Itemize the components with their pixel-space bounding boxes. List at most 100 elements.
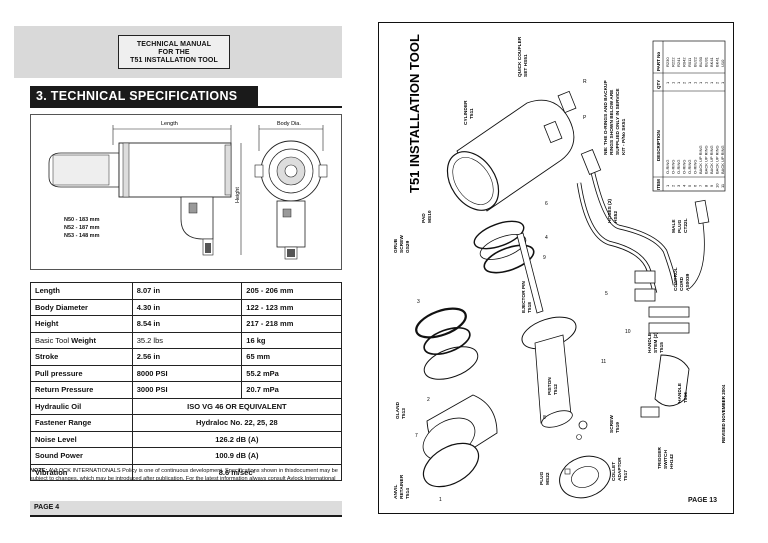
manual-title-line: TECHNICAL MANUAL	[136, 41, 212, 48]
callout-label: MALE	[671, 219, 677, 233]
spec-label: Return Pressure	[30, 381, 133, 399]
table-row: Height 8.54 in 217 - 218 mm	[30, 315, 342, 333]
nb-line: SUPPLIED ONLY IN SERVICE	[615, 88, 621, 155]
callout-label: CT22L	[683, 218, 689, 233]
model-length-list: N50 - 183 mm N52 - 187 mm N53 - 148 mm	[64, 216, 99, 240]
callout-label: MS22	[545, 472, 551, 485]
part-qty: 1	[676, 81, 681, 84]
callout-label: SET HS51	[523, 54, 529, 77]
part-qty: 1	[665, 81, 670, 84]
callout-label: T514	[405, 488, 411, 499]
model-length: N53 - 148 mm	[64, 233, 100, 239]
callout-label: HH142	[669, 454, 675, 469]
callout-label: CONTROL	[673, 267, 679, 291]
body-dia-label: Body Dia.	[277, 121, 301, 127]
spec-metric: 217 - 218 mm	[241, 315, 342, 333]
item-number: 10	[625, 329, 631, 335]
length-label: Length	[161, 121, 178, 127]
callout-label: T511	[469, 108, 475, 119]
part-number: BK41	[715, 56, 720, 67]
spec-imperial: 8.54 in	[131, 315, 243, 333]
parts-col-desc: DESCRIPTION	[656, 130, 661, 161]
part-item: 9	[709, 184, 714, 187]
spec-value: Hydraloc No. 22, 25, 28	[131, 414, 343, 432]
part-item: 1	[665, 184, 670, 187]
part-item: 5	[687, 184, 692, 187]
callout-label: GLAND	[395, 401, 401, 419]
section-heading: 3. TECHNICAL SPECIFICATIONS	[30, 86, 258, 106]
part-number: BU31	[704, 56, 709, 67]
callout-label: MS10	[427, 210, 433, 223]
parts-col-part: PART No	[656, 52, 661, 71]
nb-line: RINGS SHOWN BELOW ARE	[609, 89, 615, 155]
table-row: Sound Power 100.9 dB (A)	[30, 447, 343, 465]
diagram-title: T51 INSTALLATION TOOL	[407, 34, 422, 193]
tool-drawing-svg: Length Height Body Dia.	[48, 121, 328, 260]
callout-label: SCREW	[399, 235, 405, 253]
footer-rule	[30, 515, 342, 517]
nb-line: KIT - P/No SK51	[621, 118, 627, 155]
spec-value: 126.2 dB (A)	[131, 430, 343, 448]
spec-metric: 20.7 mPa	[241, 381, 342, 399]
part-item: 4	[682, 184, 687, 187]
part-item: 2	[671, 184, 676, 187]
manual-title-line: T51 INSTALLATION TOOL	[130, 57, 218, 64]
item-number: 1	[439, 497, 442, 503]
note-text: AVLOCK INTERNATIONALS Policy is one of c…	[30, 468, 338, 482]
callout-label: PLUG	[539, 471, 545, 485]
ejector-pin-part	[516, 232, 544, 314]
exploded-diagram-page: T51 INSTALLATION TOOL ITEM DESCRIPTION Q…	[378, 22, 734, 514]
part-desc: BACK UP RING	[704, 145, 709, 174]
table-row: Noise Level 126.2 dB (A)	[30, 430, 343, 448]
note-label: NOTE:	[30, 468, 48, 474]
part-desc: BACK UP RING	[698, 145, 703, 174]
callout-label: HANDLE	[647, 332, 653, 353]
part-item: 3	[676, 184, 681, 187]
manual-title-box: TECHNICAL MANUAL FOR THE T51 INSTALLATIO…	[118, 35, 230, 69]
spec-table: Length 8.07 in 205 - 206 mm Body Diamete…	[30, 282, 343, 481]
part-number: BU22	[693, 56, 698, 67]
piston-part	[521, 316, 577, 428]
callout-label: STEM (2)	[653, 332, 659, 353]
spec-label-part: Basic Tool	[35, 335, 72, 345]
table-row: Stroke 2.56 in 65 mm	[30, 348, 342, 366]
spec-label: Stroke	[30, 348, 133, 366]
callout-label: CYLINDER	[463, 100, 469, 125]
callout-label: HANDLE	[677, 382, 683, 403]
table-row: Body Diameter 4.30 in 122 - 123 mm	[30, 298, 342, 316]
callout-label: T517	[623, 470, 629, 481]
part-desc: BACK UP RING	[720, 145, 725, 174]
parts-col-item: ITEM	[656, 179, 661, 190]
item-number: 9	[543, 255, 546, 261]
spec-value: 100.9 dB (A)	[131, 447, 343, 465]
item-number: 6	[545, 201, 548, 207]
part-item: 6	[693, 184, 698, 187]
o-ring-stack	[415, 220, 535, 380]
part-desc: O-RING	[676, 160, 681, 174]
spec-label-part: Weight	[71, 335, 96, 345]
tool-dimension-drawing: Length Height Body Dia. N50 - 183 mm N	[30, 114, 342, 270]
table-row: Vibration 8.6 m/sec²	[30, 463, 343, 481]
spec-imperial: 3000 PSI	[131, 381, 243, 399]
spec-imperial: 8000 PSI	[131, 364, 243, 382]
item-number: 3	[417, 299, 420, 305]
spec-label: Hydraulic Oil	[30, 397, 133, 415]
callout-label: RETAINER	[399, 474, 405, 499]
exploded-diagram-svg: T51 INSTALLATION TOOL ITEM DESCRIPTION Q…	[393, 34, 726, 503]
callout-label: ADAPTOR	[617, 457, 623, 481]
spec-metric: 122 - 123 mm	[241, 298, 342, 316]
spec-label: Fastener Range	[30, 414, 133, 432]
table-row: Basic Tool Weight 35.2 lbs 16 kg	[30, 331, 342, 349]
item-numbers: 1 2 3 4 5 6 7 8 9 10 11 R P	[415, 79, 631, 503]
part-desc: O-RING	[682, 160, 687, 174]
table-row: Return Pressure 3000 PSI 20.7 mPa	[30, 381, 342, 399]
revised-note: REVISED NOVEMBER 2004	[721, 384, 726, 443]
callout-label: T519	[615, 422, 621, 433]
part-number: R230	[665, 57, 670, 67]
part-qty: 1	[720, 81, 725, 84]
spec-metric: 16 kg	[241, 331, 342, 349]
part-desc: O-RING	[665, 160, 670, 174]
part-number: R011	[687, 57, 692, 67]
callout-label: CORD	[679, 276, 685, 291]
